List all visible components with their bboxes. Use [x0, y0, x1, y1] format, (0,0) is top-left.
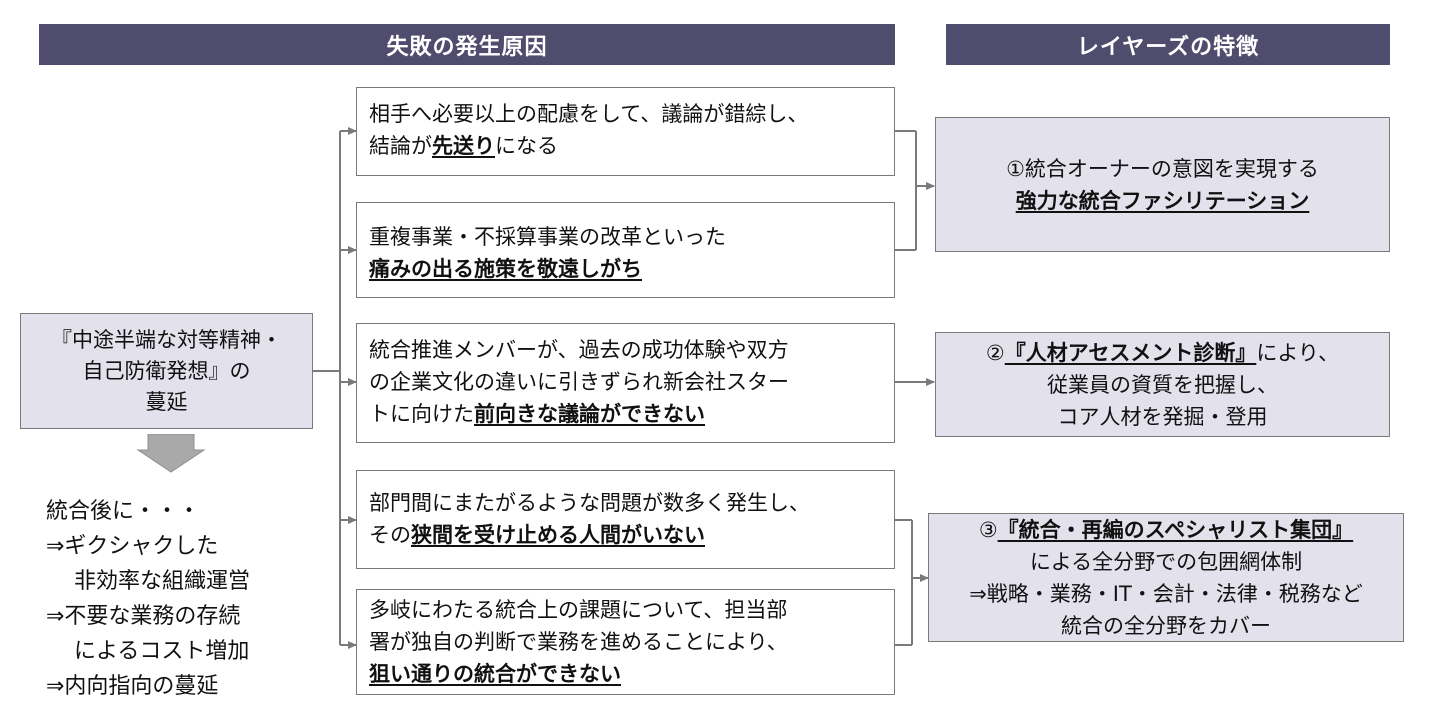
cause-5-line-2: 署が独自の判断で業務を進めることにより、 [369, 630, 788, 654]
features-header: レイヤーズの特徴 [946, 24, 1390, 65]
cause-box-3: 統合推進メンバーが、過去の成功体験や双方 の企業文化の違いに引きずられ新会社スタ… [356, 323, 895, 443]
root-line-1: 『中途半端な対等精神・ [51, 327, 282, 352]
cause-5-line-1: 多岐にわたる統合上の課題について、担当部 [369, 598, 788, 622]
effects-list: 統合後に・・・ ⇒ギクシャクした 非効率な組織運営 ⇒不要な業務の存続 によるコ… [46, 494, 250, 704]
effect-item-2-line2: によるコスト増加 [74, 639, 250, 664]
cause-3-line-2: の企業文化の違いに引きずられ新会社スター [369, 370, 789, 394]
effect-item-1-line2: 非効率な組織運営 [74, 569, 251, 594]
feature-1-line-1: ①統合オーナーの意図を実現する [1006, 156, 1319, 181]
root-cause-box: 『中途半端な対等精神・ 自己防衛発想』の 蔓延 [20, 313, 313, 429]
effect-item-3-line1: ⇒内向指向の蔓延 [46, 674, 219, 699]
cause-3-line-3: トに向けた前向きな議論ができない [369, 402, 705, 426]
down-arrow-icon [136, 434, 206, 473]
effects-title: 統合後に・・・ [46, 499, 201, 524]
effect-item-1-line1: ⇒ギクシャクした [46, 534, 219, 559]
feature-1-emphasis: 強力な統合ファシリテーション [1015, 188, 1310, 213]
cause-2-line-1: 重複事業・不採算事業の改革といった [369, 225, 726, 249]
cause-3-emphasis: 前向きな議論ができない [474, 402, 705, 426]
feature-box-2: ②『人材アセスメント診断』により、 従業員の資質を把握し、 コア人材を発掘・登用 [935, 332, 1390, 437]
cause-5-emphasis: 狙い通りの統合ができない [369, 662, 621, 686]
cause-3-line-1: 統合推進メンバーが、過去の成功体験や双方 [369, 338, 789, 362]
root-line-2: 自己防衛発想』の [82, 358, 251, 383]
root-line-3: 蔓延 [145, 389, 188, 414]
cause-1-line-1: 相手へ必要以上の配慮をして、議論が錯綜し、 [369, 102, 809, 126]
cause-5-line-3: 狙い通りの統合ができない [369, 658, 882, 690]
feature-3-line-4: 統合の全分野をカバー [1061, 613, 1271, 638]
feature-3-line-2: による全分野での包囲網体制 [1029, 549, 1303, 574]
cause-4-line-1: 部門間にまたがるような問題が数多く発生し、 [369, 491, 810, 515]
feature-3-line-3: ⇒戦略・業務・IT・会計・法律・税務など [969, 581, 1363, 606]
feature-2-line-3: コア人材を発掘・登用 [1057, 404, 1268, 429]
cause-2-emphasis: 痛みの出る施策を敬遠しがち [369, 257, 642, 281]
feature-3-line-1: ③『統合・再編のスペシャリスト集団』 [978, 517, 1354, 542]
cause-2-line-2: 痛みの出る施策を敬遠しがち [369, 253, 882, 285]
causes-header: 失敗の発生原因 [39, 24, 895, 65]
cause-box-1: 相手へ必要以上の配慮をして、議論が錯綜し、 結論が先送りになる [356, 87, 895, 176]
cause-box-4: 部門間にまたがるような問題が数多く発生し、 その狭間を受け止める人間がいない [356, 470, 895, 569]
cause-1-line-2: 結論が先送りになる [369, 134, 558, 158]
cause-4-emphasis: 狭間を受け止める人間がいない [411, 523, 705, 547]
feature-2-line-2: 従業員の資質を把握し、 [1047, 372, 1278, 397]
feature-2-emphasis: 『人材アセスメント診断』 [1004, 340, 1257, 365]
feature-box-1: ①統合オーナーの意図を実現する 強力な統合ファシリテーション [935, 117, 1390, 252]
feature-3-emphasis: 『統合・再編のスペシャリスト集団』 [997, 517, 1354, 542]
cause-box-2: 重複事業・不採算事業の改革といった 痛みの出る施策を敬遠しがち [356, 202, 895, 298]
feature-box-3: ③『統合・再編のスペシャリスト集団』 による全分野での包囲網体制 ⇒戦略・業務・… [928, 513, 1404, 642]
cause-box-5: 多岐にわたる統合上の課題について、担当部 署が独自の判断で業務を進めることにより… [356, 589, 895, 695]
feature-2-line-1: ②『人材アセスメント診断』により、 [985, 340, 1340, 365]
effect-item-2-line1: ⇒不要な業務の存続 [46, 604, 241, 629]
cause-1-emphasis: 先送り [432, 134, 495, 158]
cause-4-line-2: その狭間を受け止める人間がいない [369, 523, 705, 547]
